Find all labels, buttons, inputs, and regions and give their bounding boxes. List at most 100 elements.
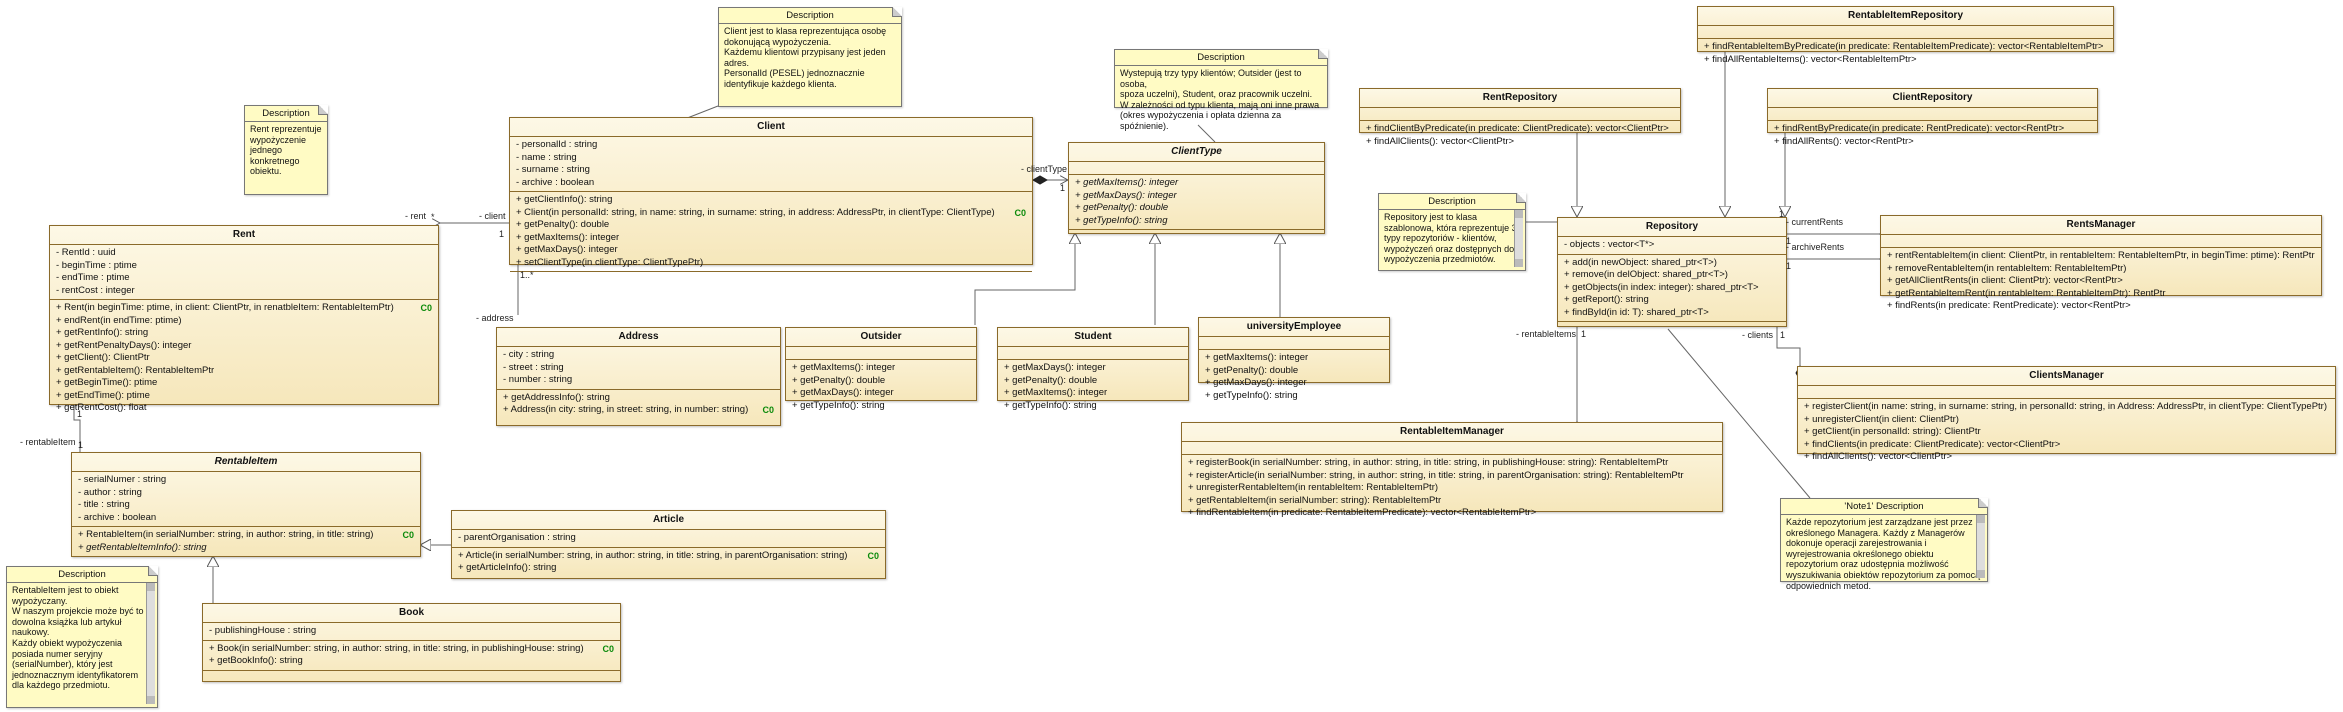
operation-row[interactable]: + getMaxItems(): integer [516, 232, 1026, 245]
operation-row[interactable]: + rentRentableItem(in client: ClientPtr,… [1887, 250, 2315, 263]
note-scrollbar[interactable] [146, 583, 155, 704]
operation-row[interactable]: + add(in newObject: shared_ptr<T>) [1564, 257, 1780, 270]
operation-row[interactable]: + RentableItem(in serialNumber: string, … [78, 529, 414, 542]
operation-row[interactable]: + getRentableItemInfo(): string [78, 542, 414, 555]
operation-row[interactable]: + unregisterClient(in client: ClientPtr) [1804, 414, 2329, 427]
operation-row[interactable]: + getTypeInfo(): string [1075, 215, 1318, 228]
operation-row[interactable]: + getArticleInfo(): string [458, 562, 879, 575]
operation-row[interactable]: + getAddressInfo(): string [503, 392, 774, 405]
class-article[interactable]: Article- parentOrganisation : string+ Ar… [451, 510, 886, 579]
operation-row[interactable]: + getRentCost(): float [56, 402, 432, 415]
operation-row[interactable]: + findById(in id: T): shared_ptr<T> [1564, 307, 1780, 320]
class-address[interactable]: Address- city : string- street : string-… [496, 327, 781, 426]
operation-row[interactable]: + getMaxItems(): integer [1205, 352, 1383, 365]
operation-text: + RentableItem(in serialNumber: string, … [78, 529, 374, 540]
operation-row[interactable]: + Book(in serialNumber: string, in autho… [209, 643, 614, 656]
attributes-section [786, 347, 976, 360]
operation-row[interactable]: + Rent(in beginTime: ptime, in client: C… [56, 302, 432, 315]
operation-row[interactable]: + getPenalty(): double [1075, 202, 1318, 215]
operation-row[interactable]: + getMaxItems(): integer [792, 362, 970, 375]
operation-row[interactable]: + getPenalty(): double [792, 375, 970, 388]
operation-row[interactable]: + getClient(in personalId: string): Clie… [1804, 426, 2329, 439]
operation-row[interactable]: + setClientType(in clientType: ClientTyp… [516, 257, 1026, 270]
operations-section: + getClientInfo(): string+ Client(in per… [510, 192, 1032, 272]
operation-row[interactable]: + getMaxDays(): integer [1075, 190, 1318, 203]
operation-row[interactable]: + findAllRentableItems(): vector<Rentabl… [1704, 54, 2107, 67]
label-client-multiplicity: 1 [499, 229, 505, 239]
operation-row[interactable]: + removeRentableItem(in rentableItem: Re… [1887, 263, 2315, 276]
operation-row[interactable]: + getTypeInfo(): string [1205, 390, 1383, 403]
operation-row[interactable]: + findAllClients(): vector<ClientPtr> [1804, 451, 2329, 464]
operation-row[interactable]: + getRentableItem(): RentableItemPtr [56, 365, 432, 378]
class-title: universityEmployee [1199, 318, 1389, 337]
class-clienttype[interactable]: ClientType+ getMaxItems(): integer+ getM… [1068, 142, 1325, 234]
operation-row[interactable]: + findRentableItem(in predicate: Rentabl… [1188, 507, 1716, 520]
class-repository[interactable]: Repository- objects : vector<T*>+ add(in… [1557, 217, 1787, 327]
class-book[interactable]: Book- publishingHouse : string+ Book(in … [202, 603, 621, 682]
operation-text: + Client(in personalId: string, in name:… [516, 206, 995, 218]
operation-row[interactable]: + registerClient(in name: string, in sur… [1804, 401, 2329, 414]
operation-row[interactable]: + getMaxDays(): integer [792, 387, 970, 400]
class-rentableitemrepo[interactable]: RentableItemRepository+ findRentableItem… [1697, 6, 2114, 65]
operation-row[interactable]: + findAllRents(): vector<RentPtr> [1774, 136, 2091, 149]
operation-row[interactable]: + getMaxDays(): integer [1205, 377, 1383, 390]
operation-row[interactable]: + findRents(in predicate: RentPredicate)… [1887, 300, 2315, 313]
operation-row[interactable]: + getTypeInfo(): string [792, 400, 970, 413]
note-link-managers [1667, 328, 1811, 499]
operation-row[interactable]: + getEndTime(): ptime [56, 390, 432, 403]
operation-row[interactable]: + getRentPenaltyDays(): integer [56, 340, 432, 353]
operation-row[interactable]: + getRentableItem(in serialNumber: strin… [1188, 495, 1716, 508]
operation-row[interactable]: + Article(in serialNumber: string, in au… [458, 550, 879, 563]
operation-row[interactable]: + getReport(): string [1564, 294, 1780, 307]
operation-row[interactable]: + getPenalty(): double [1004, 375, 1182, 388]
operation-row[interactable]: + remove(in delObject: shared_ptr<T>) [1564, 269, 1780, 282]
operation-row[interactable]: + findRentableItemByPredicate(in predica… [1704, 41, 2107, 54]
class-rent[interactable]: Rent- RentId : uuid- beginTime : ptime- … [49, 225, 439, 413]
operation-row[interactable]: + getMaxDays(): integer [516, 244, 1026, 257]
operation-row[interactable]: + getObjects(in index: integer): shared_… [1564, 282, 1780, 295]
class-clientrepo[interactable]: ClientRepository+ findRentByPredicate(in… [1767, 88, 2098, 147]
operation-row[interactable]: + Address(in city: string, in street: st… [503, 404, 774, 417]
operation-row[interactable]: + getPenalty(): double [516, 219, 1026, 232]
class-clientsmanager[interactable]: ClientsManager+ registerClient(in name: … [1797, 366, 2336, 462]
operation-row[interactable]: + getClient(): ClientPtr [56, 352, 432, 365]
operation-row[interactable]: + registerBook(in serialNumber: string, … [1188, 457, 1716, 470]
operation-text: + findAllRentableItems(): vector<Rentabl… [1704, 53, 1917, 65]
class-client[interactable]: Client- personalId : string- name : stri… [509, 117, 1033, 272]
operation-row[interactable]: + getAllClientRents(in client: ClientPtr… [1887, 275, 2315, 288]
operation-row[interactable]: + getBeginTime(): ptime [56, 377, 432, 390]
operation-row[interactable]: + getRentInfo(): string [56, 327, 432, 340]
operation-row[interactable]: + getPenalty(): double [1205, 365, 1383, 378]
operation-row[interactable]: + getMaxDays(): integer [1004, 362, 1182, 375]
operation-row[interactable]: + findRentByPredicate(in predicate: Rent… [1774, 123, 2091, 136]
operation-row[interactable]: + findClients(in predicate: ClientPredic… [1804, 439, 2329, 452]
operation-row[interactable]: + getRentableItemRent(in rentableItem: R… [1887, 288, 2315, 301]
operation-row[interactable]: + getClientInfo(): string [516, 194, 1026, 207]
class-rentableitem[interactable]: RentableItem- serialNumer : string- auth… [71, 452, 421, 557]
operation-row[interactable]: + findAllClients(): vector<ClientPtr> [1366, 136, 1674, 149]
note-scrollbar[interactable] [1976, 515, 1985, 578]
class-outsider[interactable]: Outsider+ getMaxItems(): integer+ getPen… [785, 327, 977, 411]
operation-row[interactable]: + getTypeInfo(): string [1004, 400, 1182, 413]
operation-row[interactable]: + findClientByPredicate(in predicate: Cl… [1366, 123, 1674, 136]
note-scrollbar[interactable] [1514, 210, 1523, 267]
attribute-text: - objects : vector<T*> [1564, 239, 1655, 250]
class-rentrepo[interactable]: RentRepository+ findClientByPredicate(in… [1359, 88, 1681, 147]
operation-row[interactable]: + registerArticle(in serialNumber: strin… [1188, 470, 1716, 483]
class-rentableitemmanager[interactable]: RentableItemManager+ registerBook(in ser… [1181, 422, 1723, 518]
operation-row[interactable]: + Client(in personalId: string, in name:… [516, 207, 1026, 220]
class-rentsmanager[interactable]: RentsManager+ rentRentableItem(in client… [1880, 215, 2322, 311]
class-univ[interactable]: universityEmployee + getMaxItems(): integ… [1198, 317, 1390, 401]
operation-row[interactable]: + getMaxItems(): integer [1004, 387, 1182, 400]
operation-row[interactable]: + unregisterRentableItem(in rentableItem… [1188, 482, 1716, 495]
operation-row[interactable]: + getBookInfo(): string [209, 655, 614, 668]
operation-row[interactable]: + getMaxItems(): integer [1075, 177, 1318, 190]
class-student[interactable]: Student+ getMaxDays(): integer+ getPenal… [997, 327, 1189, 411]
operation-row[interactable]: + endRent(in endTime: ptime) [56, 315, 432, 328]
